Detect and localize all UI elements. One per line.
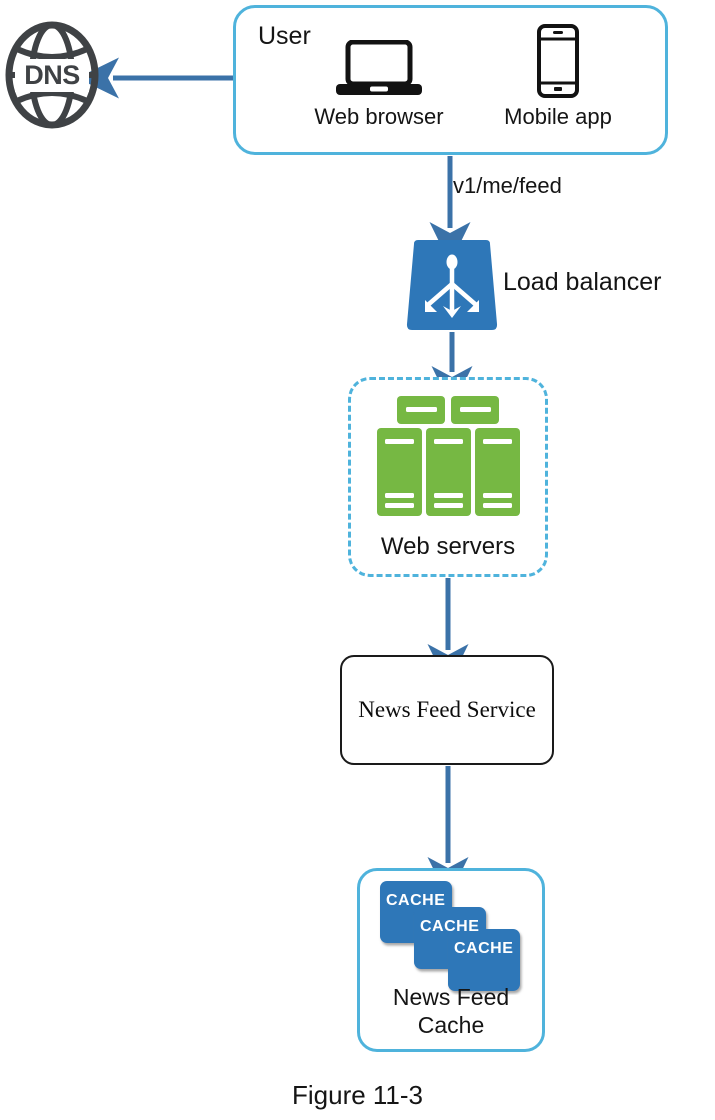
cache-card-label-3: CACHE	[454, 940, 513, 957]
news-feed-cache-label-line1: News Feed	[392, 983, 510, 1010]
device-web-browser[interactable]: Web browser	[284, 36, 474, 130]
load-balancer-label: Load balancer	[503, 268, 662, 296]
device-mobile-app[interactable]: Mobile app	[468, 18, 648, 130]
user-box[interactable]: User Web browser Mo	[233, 5, 668, 155]
news-feed-cache-label-line2: Cache	[417, 1011, 485, 1038]
figure-caption: Figure 11-3	[291, 1080, 424, 1110]
load-balancer-icon	[406, 240, 498, 330]
device-web-browser-label: Web browser	[314, 104, 444, 129]
laptop-icon	[284, 36, 474, 98]
cache-card-label-2: CACHE	[420, 918, 479, 935]
cache-stack-icon: CACHE CACHE CACHE	[378, 879, 524, 1000]
cache-card-label-1: CACHE	[386, 892, 445, 909]
smartphone-icon	[468, 18, 648, 98]
load-balancer-node[interactable]	[405, 238, 499, 332]
news-feed-service-box[interactable]: News Feed Service	[340, 655, 554, 765]
news-feed-service-label: News Feed Service	[358, 697, 536, 722]
user-title: User	[258, 22, 311, 50]
dns-node[interactable]: DNS	[3, 21, 101, 129]
news-feed-cache-box[interactable]: CACHE CACHE CACHE News Feed Cache	[357, 868, 545, 1052]
web-servers-label: Web servers	[380, 533, 516, 560]
device-mobile-app-label: Mobile app	[504, 104, 612, 129]
globe-icon	[5, 21, 99, 129]
edge-label-v1-me-feed: v1/me/feed	[453, 173, 562, 198]
server-rack-icon	[373, 394, 523, 524]
web-servers-box[interactable]: Web servers	[348, 377, 548, 577]
news-feed-cache-label: News Feed Cache	[360, 983, 542, 1039]
dns-label: DNS	[24, 59, 80, 90]
